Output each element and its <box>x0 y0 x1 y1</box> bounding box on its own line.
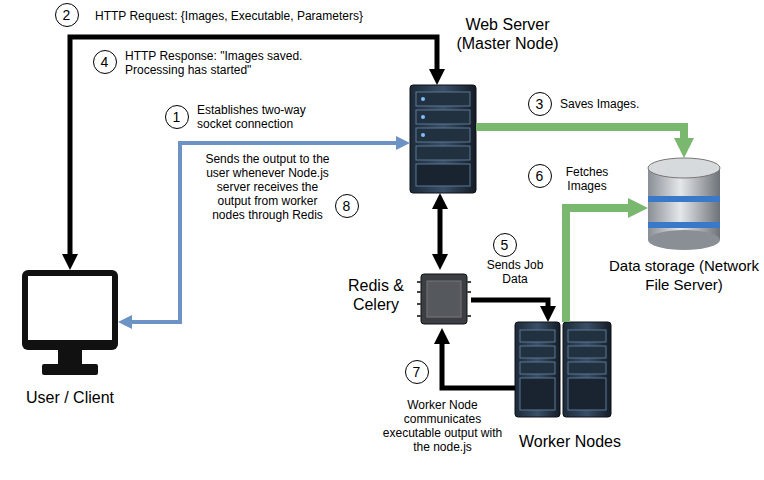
callout-number: 5 <box>493 233 517 257</box>
client-node: User / Client <box>22 270 118 375</box>
connector-arrow <box>476 127 684 144</box>
monitor-icon <box>22 270 118 375</box>
step-note: Fetches Images <box>557 165 617 193</box>
callout-number: 1 <box>165 105 189 129</box>
connector-arrow <box>128 143 400 322</box>
step-note: Sends Job Data <box>485 258 545 286</box>
step-note: Establishes two-way socket connection <box>197 103 327 131</box>
database-icon <box>648 158 720 250</box>
callout-number: 2 <box>55 3 79 27</box>
callout-number: 6 <box>528 164 552 188</box>
connector-arrow <box>442 339 515 388</box>
callout-number: 4 <box>93 50 117 74</box>
connector-arrow <box>438 204 443 259</box>
step-note: Saves Images. <box>560 97 660 111</box>
node-label: Worker Nodes <box>510 432 630 451</box>
connector-arrow <box>471 300 548 311</box>
server-node: Web Server (Master Node) <box>410 85 476 193</box>
step-note: HTTP Response: "Images saved. Processing… <box>125 49 315 77</box>
node-label: User / Client <box>10 388 130 407</box>
step-note: HTTP Request: {Images, Executable, Param… <box>95 9 425 23</box>
step-note: Sends the output to the user whenever No… <box>205 152 330 222</box>
callout-number: 8 <box>335 194 359 218</box>
node-label: Data storage (Network File Server) <box>605 256 763 294</box>
node-label: Redis & Celery <box>340 276 412 314</box>
step-note: Worker Node communicates executable outp… <box>380 398 505 454</box>
callout-number: 7 <box>405 360 429 384</box>
ram-chip-icon <box>417 274 471 324</box>
connector-arrow <box>70 37 437 259</box>
storage-node: Data storage (Network File Server) <box>648 158 720 250</box>
worker-servers-icon <box>515 322 611 417</box>
node-label: Web Server (Master Node) <box>450 15 565 53</box>
redis-node: Redis & Celery <box>417 270 471 328</box>
callout-number: 3 <box>528 92 552 116</box>
worker-node: Worker Nodes <box>515 322 611 417</box>
server-icon <box>410 85 476 193</box>
